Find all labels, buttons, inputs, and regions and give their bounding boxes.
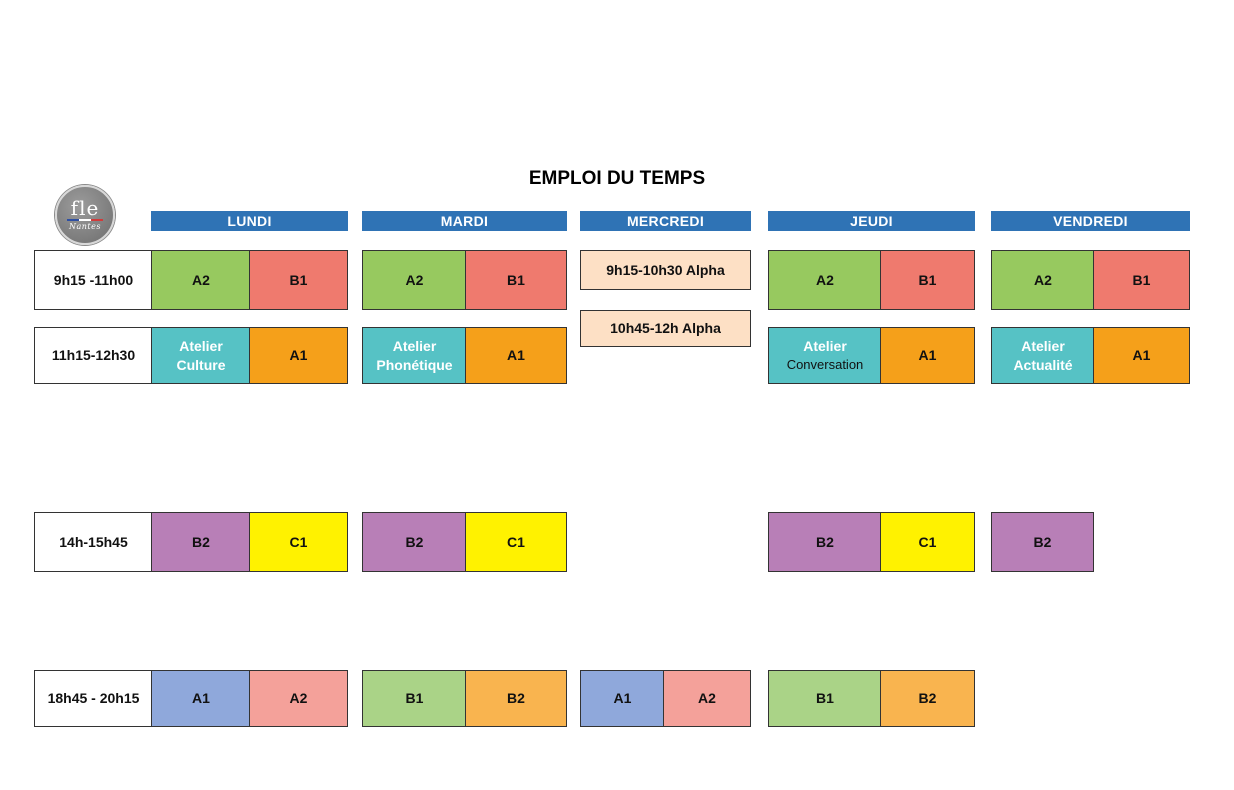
course-mardi-soir-b1: B1 <box>362 670 466 727</box>
day-header-mardi: MARDI <box>362 211 567 231</box>
course-jeudi-a1: A1 <box>880 327 975 384</box>
page-title: EMPLOI DU TEMPS <box>528 168 706 189</box>
day-header-lundi: LUNDI <box>151 211 348 231</box>
course-jeudi-a2: A2 <box>768 250 881 310</box>
course-lundi-soir-a2: A2 <box>249 670 348 727</box>
course-vendredi-a1: A1 <box>1093 327 1190 384</box>
course-jeudi-c1: C1 <box>880 512 975 572</box>
time-slot-3: 14h-15h45 <box>34 512 152 572</box>
course-jeudi-soir-b2: B2 <box>880 670 975 727</box>
course-vendredi-b2: B2 <box>991 512 1094 572</box>
atelier-vendredi-actualite: Atelier Actualité <box>991 327 1094 384</box>
course-lundi-a2: A2 <box>151 250 250 310</box>
day-header-mercredi: MERCREDI <box>580 211 751 231</box>
course-lundi-c1: C1 <box>249 512 348 572</box>
course-vendredi-b1: B1 <box>1093 250 1190 310</box>
course-mardi-b2: B2 <box>362 512 466 572</box>
course-mercredi-alpha-1: 9h15-10h30 Alpha <box>580 250 751 290</box>
course-jeudi-soir-b1: B1 <box>768 670 881 727</box>
time-slot-1: 9h15 -11h00 <box>34 250 152 310</box>
course-jeudi-b1: B1 <box>880 250 975 310</box>
course-lundi-soir-a1: A1 <box>151 670 250 727</box>
day-header-jeudi: JEUDI <box>768 211 975 231</box>
course-mardi-b1: B1 <box>465 250 567 310</box>
course-mercredi-soir-a1: A1 <box>580 670 664 727</box>
course-mardi-a2: A2 <box>362 250 466 310</box>
course-jeudi-b2: B2 <box>768 512 881 572</box>
logo-flag-bar <box>67 219 103 221</box>
course-lundi-b2: B2 <box>151 512 250 572</box>
fle-nantes-logo: fle Nantes <box>55 185 115 245</box>
course-mardi-soir-b2: B2 <box>465 670 567 727</box>
day-header-vendredi: VENDREDI <box>991 211 1190 231</box>
atelier-jeudi-conversation: Atelier Conversation <box>768 327 881 384</box>
logo-subtext: Nantes <box>69 222 101 231</box>
time-slot-2: 11h15-12h30 <box>34 327 152 384</box>
logo-text: fle <box>70 196 100 220</box>
course-mardi-c1: C1 <box>465 512 567 572</box>
atelier-lundi-culture: Atelier Culture <box>151 327 250 384</box>
course-vendredi-a2: A2 <box>991 250 1094 310</box>
course-mercredi-alpha-2: 10h45-12h Alpha <box>580 310 751 347</box>
course-mercredi-soir-a2: A2 <box>663 670 751 727</box>
course-mardi-a1: A1 <box>465 327 567 384</box>
time-slot-4: 18h45 - 20h15 <box>34 670 152 727</box>
atelier-mardi-phonetique: Atelier Phonétique <box>362 327 466 384</box>
course-lundi-a1: A1 <box>249 327 348 384</box>
course-lundi-b1: B1 <box>249 250 348 310</box>
